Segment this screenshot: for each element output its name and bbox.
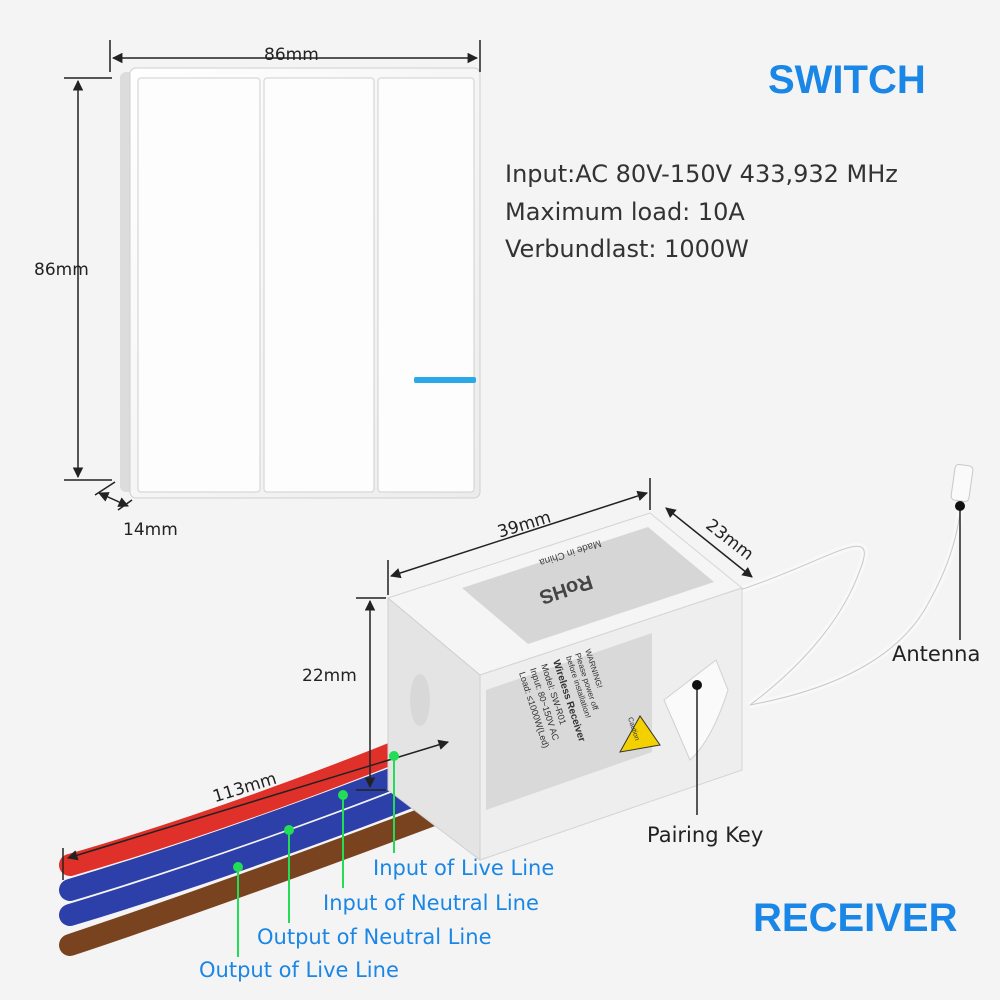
receiver-cert-sticker: [410, 674, 430, 726]
label-input-live: Input of Live Line: [373, 856, 555, 880]
label-input-neutral: Input of Neutral Line: [323, 891, 539, 915]
callout-dot-input-neutral: [338, 790, 348, 800]
switch-title: SWITCH: [768, 58, 926, 102]
switch-button-1[interactable]: [137, 77, 261, 493]
wall-switch: [120, 67, 481, 499]
callout-dot-antenna: [955, 501, 965, 511]
callout-dot-pairing: [692, 680, 702, 690]
receiver-height-label: 22mm: [302, 666, 357, 686]
receiver-side-label: [486, 633, 652, 810]
callout-dot-input-live: [389, 751, 399, 761]
switch-button-3[interactable]: [377, 77, 475, 493]
label-output-neutral: Output of Neutral Line: [257, 925, 492, 949]
switch-width-label: 86mm: [264, 45, 319, 65]
switch-height-label: 86mm: [34, 260, 89, 280]
pairing-key[interactable]: [663, 659, 729, 761]
antenna-tip: [950, 463, 974, 503]
antenna-wire-outline: [739, 494, 963, 706]
spec-verbundlast: Verbundlast: 1000W: [505, 235, 749, 263]
spec-max-load: Maximum load: 10A: [505, 198, 745, 226]
label-output-live: Output of Live Line: [199, 958, 399, 982]
switch-button-2[interactable]: [263, 77, 375, 493]
receiver-title: RECEIVER: [753, 896, 958, 940]
antenna-label: Antenna: [892, 642, 981, 666]
callout-dot-output-live: [233, 862, 243, 872]
led-indicator: [414, 377, 476, 383]
switch-dimension-lines: [64, 40, 481, 511]
spec-input: Input:AC 80V-150V 433,932 MHz: [505, 160, 898, 188]
pairing-key-label: Pairing Key: [647, 823, 764, 847]
receiver-top-label: [462, 527, 714, 644]
receiver-dimension-lines: [62, 478, 753, 880]
switch-depth-label: 14mm: [123, 520, 178, 540]
callout-dot-output-neutral: [284, 825, 294, 835]
warning-icon: [619, 715, 661, 753]
receiver-module: RoHS Made in China WARNING! Please power…: [386, 512, 744, 862]
callouts: [233, 501, 965, 957]
